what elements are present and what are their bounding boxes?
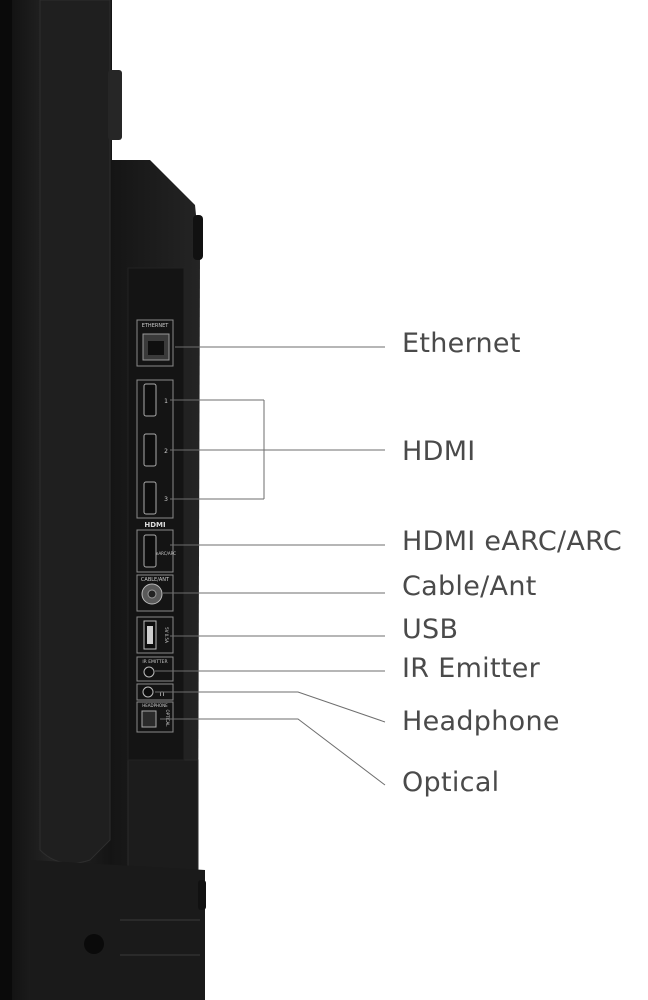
hdmi-port-1 xyxy=(143,383,157,417)
ethernet-label: Ethernet xyxy=(402,328,521,359)
cable-ant-marking: CABLE/ANT xyxy=(141,577,170,583)
usb-rating-marking: 5V 0.5A xyxy=(164,627,169,643)
headphone-label: Headphone xyxy=(402,706,560,737)
stand-knob xyxy=(198,880,206,910)
usb-label: USB xyxy=(402,614,459,645)
optical-leader xyxy=(160,718,386,786)
hdmi-port-3-number: 3 xyxy=(164,496,168,503)
coax-connector-pin xyxy=(147,589,157,599)
ethernet-marking: ETHERNET xyxy=(142,323,170,329)
leader-lines xyxy=(155,346,386,786)
usb-frame xyxy=(136,616,174,654)
ethernet-port-frame xyxy=(136,319,174,367)
headphone-marking: HEADPHONE xyxy=(142,703,168,708)
headphone-leader xyxy=(155,691,386,723)
tv-side-tab xyxy=(108,70,122,140)
tv-bezel-contour xyxy=(39,0,111,864)
tv-back-knob xyxy=(193,215,203,260)
hdmi-port-1-number: 1 xyxy=(164,398,168,405)
hdmi-port-2 xyxy=(143,433,157,467)
optical-frame xyxy=(136,701,174,733)
stand-screw-hole xyxy=(84,934,104,954)
tv-back-lower-block xyxy=(127,759,199,871)
optical-marking: OPTICAL xyxy=(165,710,170,728)
usb-port-tongue xyxy=(147,626,153,644)
hdmi-earc-arc-label: HDMI eARC/ARC xyxy=(402,526,623,557)
hdmi-port-3 xyxy=(143,481,157,515)
hdmi-port-2-number: 2 xyxy=(164,448,168,455)
ir-emitter-jack xyxy=(143,666,155,678)
ir-emitter-marking: IR EMITTER xyxy=(142,659,167,665)
tv-bezel-edge xyxy=(0,0,12,1000)
hdmi-label: HDMI xyxy=(402,436,476,467)
ethernet-port-jack xyxy=(148,341,164,355)
hdmi-earc-marking: eARC/ARC xyxy=(156,551,176,556)
hdmi-earc-port xyxy=(143,534,157,568)
tv-stand xyxy=(30,860,205,1000)
ir-emitter-frame xyxy=(136,656,174,682)
hdmi-group-frame xyxy=(136,379,174,519)
headphone-jack xyxy=(142,686,154,698)
cable-ant-label: Cable/Ant xyxy=(402,571,537,602)
headphone-glyph: ∩ xyxy=(159,689,165,698)
optical-port xyxy=(141,710,157,728)
optical-label: Optical xyxy=(402,767,500,798)
ir-emitter-label: IR Emitter xyxy=(402,653,541,684)
hdmi-earc-frame xyxy=(136,529,174,573)
hdmi-logo-marking: HDMI xyxy=(144,521,165,529)
